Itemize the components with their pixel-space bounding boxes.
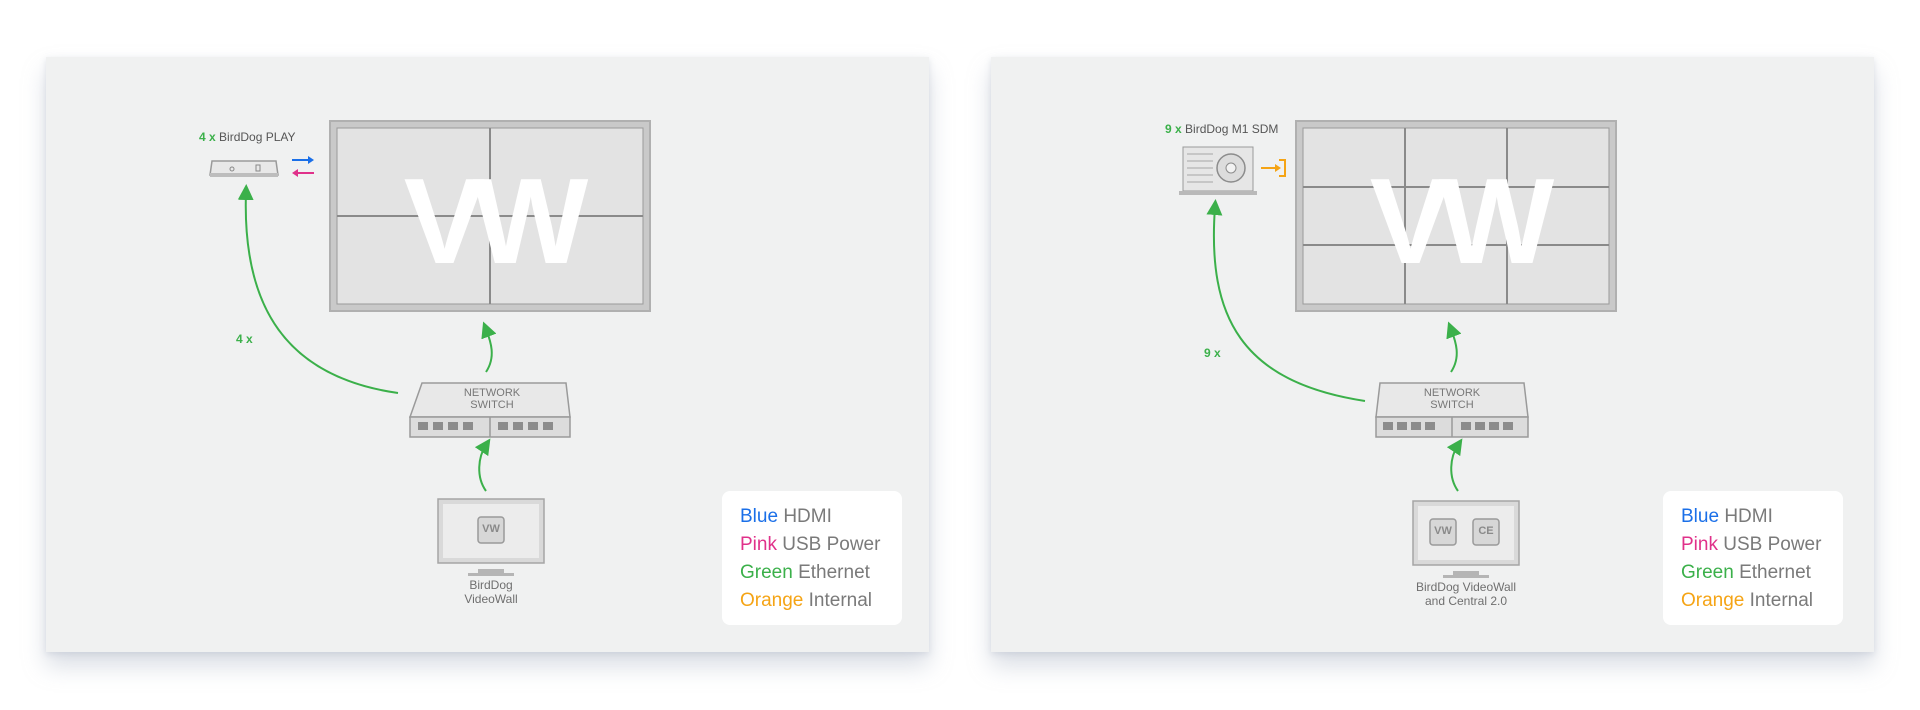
ethernet-line-from-source <box>1446 438 1463 492</box>
ethernet-line-to-device <box>237 184 399 394</box>
diagram-svg-right: VW <box>1179 120 1617 578</box>
device-name: BirdDog PLAY <box>219 130 296 144</box>
birddog-play-device <box>209 160 279 177</box>
legend-row-ethernet: Green Ethernet <box>740 562 870 583</box>
legend-row-ethernet: Green Ethernet <box>1681 562 1811 583</box>
legend-row-usb-power: Pink USB Power <box>1681 534 1822 555</box>
birddog-m1-sdm-device <box>1179 146 1257 195</box>
switch-label-line2: SWITCH <box>470 399 514 411</box>
source-monitor <box>1412 500 1520 578</box>
legend: Blue HDMI Pink USB Power Green Ethernet … <box>722 491 902 625</box>
legend-row-internal: Orange Internal <box>740 590 873 611</box>
source-label-line1: BirdDog <box>469 578 513 592</box>
switch-label: NETWORK SWITCH <box>1392 387 1512 411</box>
video-wall-logo: VW <box>404 153 589 289</box>
diagram-panel-left: VW <box>46 57 929 652</box>
source-label-line1: BirdDog VideoWall <box>1415 580 1517 594</box>
monitor-ce-icon-label: CE <box>1478 525 1494 537</box>
legend-row-hdmi: Blue HDMI <box>1681 506 1773 527</box>
ethernet-line-from-source <box>474 438 491 492</box>
usb-power-arrow <box>292 169 314 177</box>
hdmi-arrow <box>292 156 314 164</box>
video-wall: VW <box>1295 120 1617 312</box>
legend-row-usb-power: Pink USB Power <box>740 534 881 555</box>
source-label-line2: VideoWall <box>464 592 518 606</box>
diagram-svg-left: VW <box>209 120 651 576</box>
device-count: 9 x <box>1165 122 1182 136</box>
source-monitor <box>437 498 545 576</box>
device-count-label: 4 x BirdDog PLAY <box>199 130 296 144</box>
legend-row-hdmi: Blue HDMI <box>740 506 832 527</box>
device-count: 4 x <box>199 130 216 144</box>
network-switch <box>408 382 571 438</box>
switch-label: NETWORK SWITCH <box>432 387 552 411</box>
device-count-label: 9 x BirdDog M1 SDM <box>1165 122 1278 136</box>
ethernet-line-to-wall <box>1446 321 1462 373</box>
source-label: BirdDog VideoWall <box>411 578 571 606</box>
monitor-vw-icon-label: VW <box>1434 525 1452 537</box>
legend-row-internal: Orange Internal <box>1681 590 1814 611</box>
internal-arrow <box>1261 159 1286 177</box>
video-wall: VW <box>329 120 651 312</box>
legend: Blue HDMI Pink USB Power Green Ethernet … <box>1663 491 1843 625</box>
source-label-line2: and Central 2.0 <box>1424 594 1508 608</box>
source-label: BirdDog VideoWall and Central 2.0 <box>1386 580 1546 608</box>
network-switch <box>1375 382 1529 438</box>
ethernet-count: 9 x <box>1204 346 1221 360</box>
video-wall-logo: VW <box>1370 153 1555 289</box>
monitor-vw-icon-label: VW <box>482 523 500 535</box>
device-name: BirdDog M1 SDM <box>1185 122 1279 136</box>
switch-label-line2: SWITCH <box>1430 399 1474 411</box>
switch-label-line1: NETWORK <box>463 387 521 399</box>
switch-label-line1: NETWORK <box>1423 387 1481 399</box>
diagram-panel-right: VW <box>991 57 1874 652</box>
ethernet-line-to-device <box>1206 199 1366 402</box>
ethernet-count: 4 x <box>236 332 253 346</box>
ethernet-line-to-wall <box>481 321 497 373</box>
